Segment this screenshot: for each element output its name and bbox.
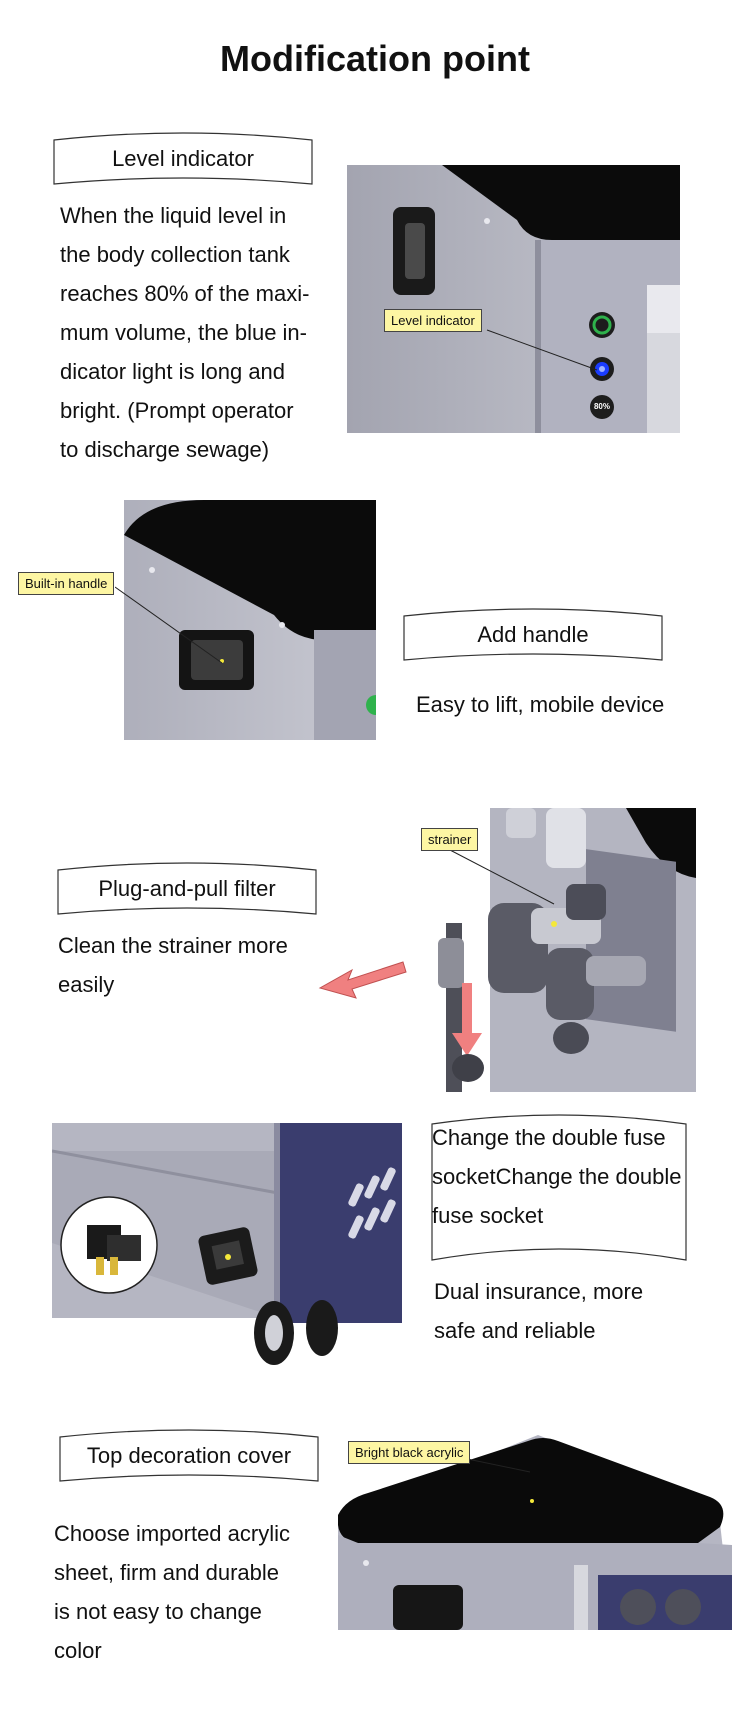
- text-line: the body collection tank: [60, 242, 290, 267]
- level-indicator-image: 80%: [347, 165, 680, 433]
- add-handle-banner: Add handle: [402, 604, 664, 670]
- filter-illustration: [438, 808, 696, 1092]
- text-line: easily: [58, 972, 115, 997]
- text-line: is not easy to change: [54, 1599, 262, 1624]
- text-line: fuse socket: [432, 1203, 544, 1228]
- banner-label: Top decoration cover: [86, 1443, 292, 1468]
- top-decoration-cover-description: Choose imported acrylic sheet, firm and …: [54, 1514, 344, 1670]
- device-corner-illustration: [124, 500, 376, 740]
- text-line: Change the double fuse: [432, 1125, 666, 1150]
- double-fuse-socket-banner: Change the double fuse socketChange the …: [430, 1110, 688, 1268]
- device-side-illustration: [347, 165, 680, 433]
- banner-shape: [431, 1114, 687, 1261]
- fuse-socket-illustration: [52, 1123, 402, 1365]
- callout-leader-line: [449, 849, 555, 905]
- handle-icon: [393, 207, 435, 295]
- level-indicator-description: When the liquid level in the body collec…: [60, 196, 340, 469]
- plug-and-pull-filter-banner: Plug-and-pull filter: [56, 858, 318, 924]
- text-line: color: [54, 1638, 102, 1663]
- plug-and-pull-filter-description: Clean the strainer more easily: [58, 926, 348, 1004]
- wheel-icon: [254, 1300, 338, 1365]
- blue-indicator-icon: [590, 357, 614, 381]
- text-line: bright. (Prompt operator: [60, 398, 294, 423]
- text-line: to discharge sewage): [60, 437, 270, 462]
- add-handle-description: Easy to lift, mobile device: [416, 692, 665, 717]
- level-indicator-callout: Level indicator: [384, 309, 482, 332]
- strainer-callout: strainer: [421, 828, 479, 851]
- level-indicator-banner: Level indicator: [52, 128, 314, 194]
- top-decoration-cover-banner: Top decoration cover: [58, 1425, 320, 1491]
- power-button-icon: [589, 312, 615, 338]
- banner-label: Plug-and-pull filter: [98, 876, 276, 901]
- text-line: reaches 80% of the maxi-: [60, 281, 310, 306]
- bright-black-acrylic-callout: Bright black acrylic: [348, 1441, 471, 1464]
- fuse-socket-icon: [198, 1227, 258, 1285]
- banner-shape: [403, 608, 663, 661]
- text-line: mum volume, the blue in-: [60, 320, 307, 345]
- badge-80-percent: 80%: [593, 402, 610, 411]
- callout-leader-line: [115, 586, 223, 664]
- banner-shape: [53, 132, 313, 185]
- arrow-icon: [318, 961, 407, 999]
- top-cover-illustration: [338, 1435, 732, 1630]
- banner-shape: [59, 1429, 319, 1482]
- banner-shape: [57, 862, 317, 915]
- fuse-socket-image: [52, 1123, 402, 1368]
- text-line: safe and reliable: [434, 1318, 596, 1343]
- strainer-icon: [488, 884, 646, 1054]
- double-fuse-socket-description: Dual insurance, more safe and reliable: [434, 1272, 714, 1350]
- text-line: Dual insurance, more: [434, 1279, 644, 1304]
- text-line: When the liquid level in: [60, 203, 287, 228]
- filter-image: [436, 808, 696, 1092]
- text-line: sheet, firm and durable: [54, 1560, 280, 1585]
- text-line: dicator light is long and: [60, 359, 286, 384]
- text-line: socketChange the double: [432, 1164, 682, 1189]
- text-line: Choose imported acrylic: [54, 1521, 290, 1546]
- banner-label: Level indicator: [112, 146, 254, 171]
- built-in-handle-image: [124, 500, 376, 740]
- banner-label: Add handle: [477, 622, 589, 647]
- banner-label: Change the double fuse socketChange the …: [432, 1118, 690, 1235]
- text-line: Clean the strainer more: [58, 933, 288, 958]
- built-in-handle-callout: Built-in handle: [18, 572, 115, 595]
- top-cover-image: [338, 1435, 732, 1630]
- page-title: Modification point: [220, 38, 530, 79]
